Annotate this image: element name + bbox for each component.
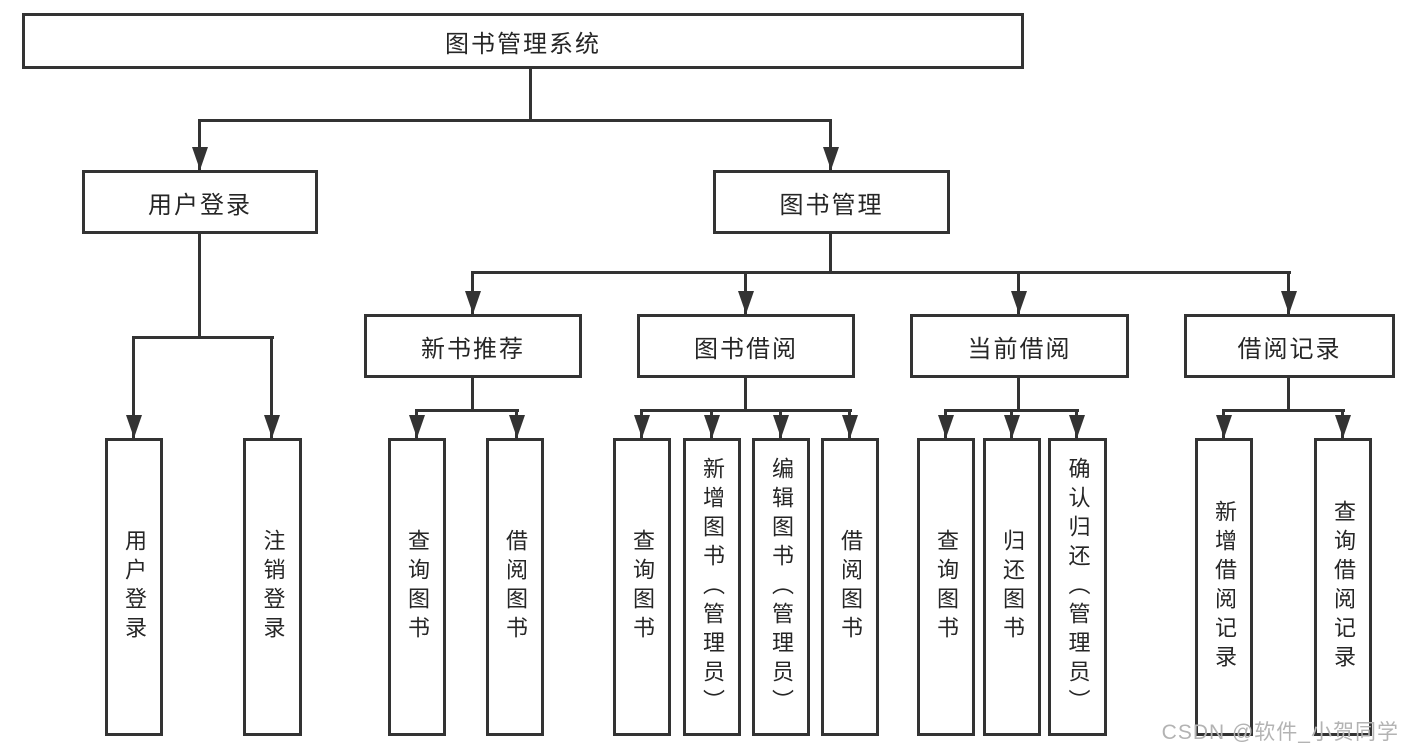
connector-borrow-rail (640, 409, 852, 412)
connector-arrow-login-leaf (132, 336, 135, 438)
node-borrow-books-2: 借阅图书 (821, 438, 879, 736)
connector-arrow-add-books (710, 409, 713, 438)
node-label: 借阅记录 (1237, 335, 1342, 363)
connector-arrow-query-books-3 (944, 409, 947, 438)
connector-arrow-borrow-books-1 (515, 409, 518, 438)
connector-arrow-confirm-return (1075, 409, 1078, 438)
connector-recommend-rail (415, 409, 519, 412)
node-logout-leaf: 注销登录 (243, 438, 302, 736)
node-library-system-root: 图书管理系统 (22, 13, 1024, 69)
connector-arrow-borrow-records (1287, 271, 1290, 314)
connector-current-stem (1017, 378, 1020, 409)
connector-arrow-edit-books (779, 409, 782, 438)
connector-arrow-return-books (1010, 409, 1013, 438)
node-query-books-3: 查询图书 (917, 438, 975, 736)
node-return-books: 归还图书 (983, 438, 1041, 736)
connector-arrow-logout-leaf (270, 336, 273, 438)
connector-arrow-query-record (1341, 409, 1344, 438)
node-user-login: 用户登录 (82, 170, 318, 234)
node-label: 借阅图书 (838, 529, 863, 645)
node-label: 新增借阅记录 (1212, 500, 1237, 674)
connector-user-login-stem (198, 234, 201, 336)
connector-user-login-rail (132, 336, 274, 339)
node-label: 查询借阅记录 (1331, 500, 1356, 674)
node-label: 图书借阅 (694, 335, 798, 363)
node-label: 新增图书（管理员） (700, 456, 725, 718)
connector-arrow-new-book-recommend (471, 271, 474, 314)
connector-arrow-borrow-books-2 (848, 409, 851, 438)
connector-records-rail (1222, 409, 1345, 412)
node-label: 图书管理系统 (445, 30, 601, 58)
connector-root-stem (529, 69, 532, 119)
node-book-borrow: 图书借阅 (637, 314, 855, 378)
connector-arrow-query-books-1 (415, 409, 418, 438)
node-label: 查询图书 (405, 529, 430, 645)
connector-level3-rail (471, 271, 1291, 274)
connector-recommend-stem (471, 378, 474, 409)
connector-arrow-book-borrow (744, 271, 747, 314)
node-edit-books-admin: 编辑图书（管理员） (752, 438, 810, 736)
node-label: 借阅图书 (503, 529, 528, 645)
csdn-watermark: CSDN @软件_小贺同学 (1161, 721, 1399, 744)
node-query-books-2: 查询图书 (613, 438, 671, 736)
connector-arrow-current-borrow (1017, 271, 1020, 314)
connector-arrow-user-login (198, 119, 201, 170)
connector-book-management-stem (829, 234, 832, 271)
connector-arrow-book-management (829, 119, 832, 170)
node-label: 查询图书 (934, 529, 959, 645)
node-label: 注销登录 (260, 529, 286, 645)
node-label: 用户登录 (148, 191, 252, 219)
node-borrow-books-1: 借阅图书 (486, 438, 544, 736)
node-borrow-records: 借阅记录 (1184, 314, 1395, 378)
node-label: 归还图书 (1000, 529, 1025, 645)
connector-records-stem (1287, 378, 1290, 409)
node-label: 新书推荐 (421, 335, 525, 363)
node-label: 确认归还（管理员） (1065, 456, 1091, 718)
connector-arrow-query-books-2 (640, 409, 643, 438)
connector-arrow-add-record (1222, 409, 1225, 438)
node-add-books-admin: 新增图书（管理员） (683, 438, 741, 736)
node-add-borrow-record: 新增借阅记录 (1195, 438, 1253, 736)
node-query-books-1: 查询图书 (388, 438, 446, 736)
node-label: 当前借阅 (967, 335, 1072, 363)
node-label: 编辑图书（管理员） (769, 456, 794, 718)
node-label: 图书管理 (779, 191, 884, 219)
connector-borrow-stem (744, 378, 747, 409)
node-new-book-recommend: 新书推荐 (364, 314, 582, 378)
node-user-login-leaf: 用户登录 (105, 438, 163, 736)
node-confirm-return-admin: 确认归还（管理员） (1048, 438, 1107, 736)
node-label: 查询图书 (630, 529, 655, 645)
connector-level1-rail (198, 119, 832, 122)
node-query-borrow-record: 查询借阅记录 (1314, 438, 1372, 736)
node-label: 用户登录 (122, 529, 147, 645)
node-current-borrow: 当前借阅 (910, 314, 1129, 378)
node-book-management: 图书管理 (713, 170, 950, 234)
